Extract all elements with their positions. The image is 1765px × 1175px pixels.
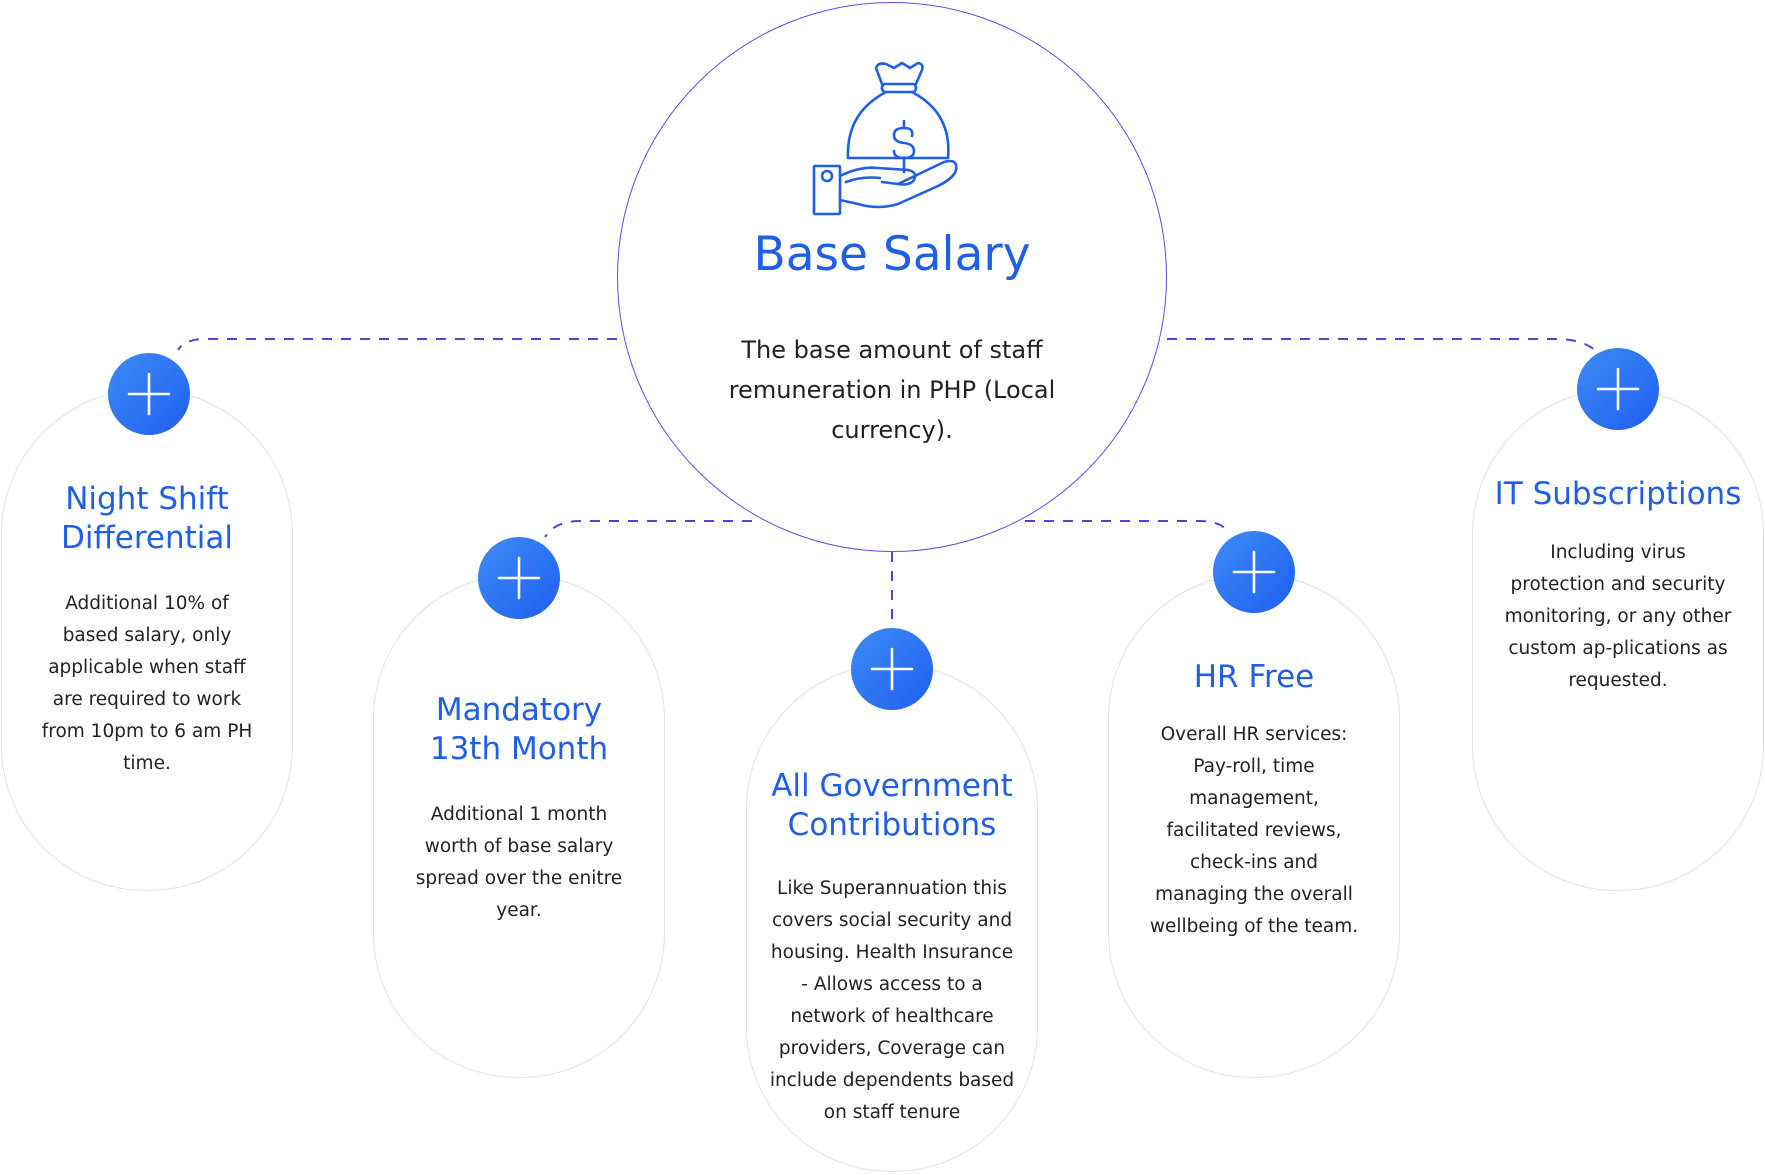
plus-icon: [127, 372, 171, 416]
hr-title: HR Free: [1193, 659, 1315, 695]
thirteenth-month-plus-button[interactable]: [478, 537, 560, 619]
hr-description: Overall HR services: Pay-roll, time mana…: [1149, 724, 1359, 937]
hr-card: [1108, 574, 1400, 1078]
plus-icon: [497, 556, 541, 600]
base-salary-title: Base Salary: [753, 227, 1031, 282]
government-title: All Government Contributions: [771, 768, 1013, 843]
it-title: IT Subscriptions: [1494, 476, 1742, 512]
night-shift-title: Night Shift Differential: [60, 481, 234, 556]
money-bag-hand-icon: [812, 61, 958, 216]
plus-icon: [870, 647, 914, 691]
it-plus-button[interactable]: [1577, 348, 1659, 430]
thirteenth-month-card: [373, 574, 665, 1078]
thirteenth-month-description: Additional 1 month worth of base salary …: [415, 804, 623, 921]
plus-icon: [1232, 550, 1276, 594]
it-card: [1472, 389, 1764, 891]
it-description: Including virus protection and security …: [1504, 542, 1732, 691]
hr-plus-button[interactable]: [1213, 531, 1295, 613]
thirteenth-month-title: Mandatory 13th Month: [429, 692, 609, 767]
base-salary-description: The base amount of staff remuneration in…: [728, 336, 1056, 444]
night-shift-description: Additional 10% of based salary, only app…: [41, 593, 253, 774]
government-description: Like Superannuation this covers social s…: [769, 878, 1015, 1123]
base-salary-circle: [617, 2, 1167, 552]
government-plus-button[interactable]: [851, 628, 933, 710]
night-shift-plus-button[interactable]: [108, 353, 190, 435]
government-card: [746, 664, 1038, 1172]
plus-icon: [1596, 367, 1640, 411]
